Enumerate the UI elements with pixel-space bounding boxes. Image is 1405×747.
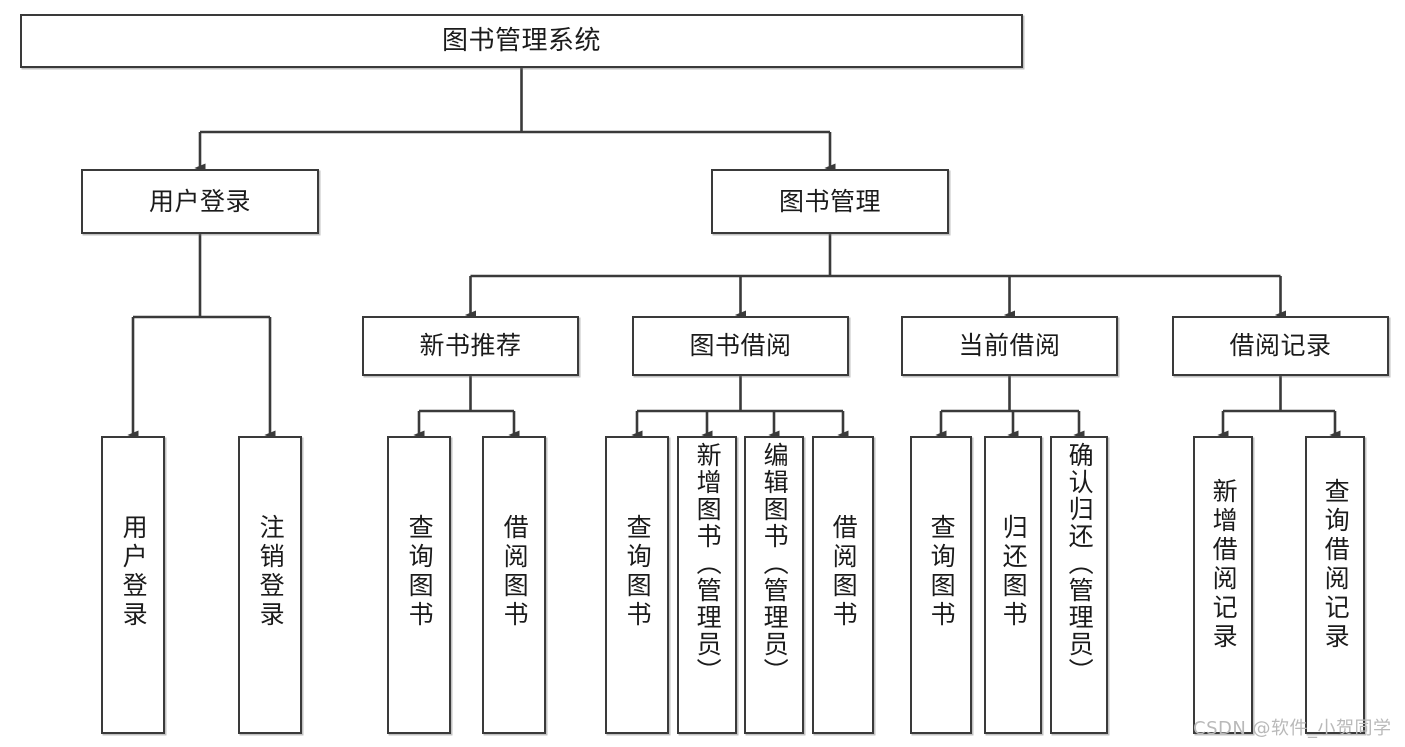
node-root[interactable]: 图书管理系统 <box>20 14 1023 68</box>
node-book-borrow[interactable]: 图书借阅 <box>632 316 849 376</box>
node-label-leaf-user-logout: 注销登录 <box>256 514 286 630</box>
node-current-borrow[interactable]: 当前借阅 <box>901 316 1118 376</box>
node-user-login[interactable]: 用户登录 <box>81 169 319 234</box>
node-leaf-add-book-admin[interactable]: 新增图书（管理员） <box>677 436 737 734</box>
node-leaf-add-borrow-record[interactable]: 新增借阅记录 <box>1193 436 1253 734</box>
node-leaf-query-borrow-record[interactable]: 查询借阅记录 <box>1305 436 1365 734</box>
node-label-leaf-query-book-3: 查询图书 <box>927 514 957 630</box>
node-leaf-return-book[interactable]: 归还图书 <box>984 436 1042 734</box>
node-label-leaf-add-book-admin: 新增图书（管理员） <box>693 442 723 685</box>
node-leaf-query-book-1[interactable]: 查询图书 <box>387 436 451 734</box>
node-label-leaf-borrow-book-1: 借阅图书 <box>500 514 530 630</box>
node-leaf-confirm-return-admin[interactable]: 确认归还（管理员） <box>1050 436 1108 734</box>
node-label-leaf-query-book-1: 查询图书 <box>405 514 435 630</box>
node-label-root: 图书管理系统 <box>441 25 601 56</box>
node-label-user-login: 用户登录 <box>148 186 251 216</box>
node-new-book-rec[interactable]: 新书推荐 <box>362 316 579 376</box>
node-leaf-query-book-2[interactable]: 查询图书 <box>605 436 669 734</box>
node-label-leaf-confirm-return-admin: 确认归还（管理员） <box>1065 442 1095 685</box>
node-label-book-borrow: 图书借阅 <box>689 331 792 361</box>
node-label-leaf-return-book: 归还图书 <box>999 514 1029 630</box>
node-book-manage[interactable]: 图书管理 <box>711 169 949 234</box>
node-label-leaf-query-book-2: 查询图书 <box>623 514 653 630</box>
node-label-leaf-borrow-book-2: 借阅图书 <box>829 514 859 630</box>
node-leaf-user-login[interactable]: 用户登录 <box>101 436 165 734</box>
node-borrow-record[interactable]: 借阅记录 <box>1172 316 1389 376</box>
node-leaf-user-logout[interactable]: 注销登录 <box>238 436 302 734</box>
node-label-leaf-query-borrow-record: 查询借阅记录 <box>1321 478 1351 652</box>
node-label-borrow-record: 借阅记录 <box>1229 331 1332 361</box>
node-label-leaf-add-borrow-record: 新增借阅记录 <box>1209 478 1239 652</box>
node-label-leaf-edit-book-admin: 编辑图书（管理员） <box>760 442 790 685</box>
node-leaf-query-book-3[interactable]: 查询图书 <box>910 436 972 734</box>
node-leaf-borrow-book-1[interactable]: 借阅图书 <box>482 436 546 734</box>
node-label-leaf-user-login: 用户登录 <box>119 514 149 630</box>
csdn-watermark: CSDN @软件_小贺同学 <box>1193 718 1392 739</box>
node-leaf-borrow-book-2[interactable]: 借阅图书 <box>812 436 874 734</box>
node-label-current-borrow: 当前借阅 <box>958 331 1061 361</box>
node-leaf-edit-book-admin[interactable]: 编辑图书（管理员） <box>744 436 804 734</box>
node-label-book-manage: 图书管理 <box>778 186 881 216</box>
node-label-new-book-rec: 新书推荐 <box>419 331 522 361</box>
